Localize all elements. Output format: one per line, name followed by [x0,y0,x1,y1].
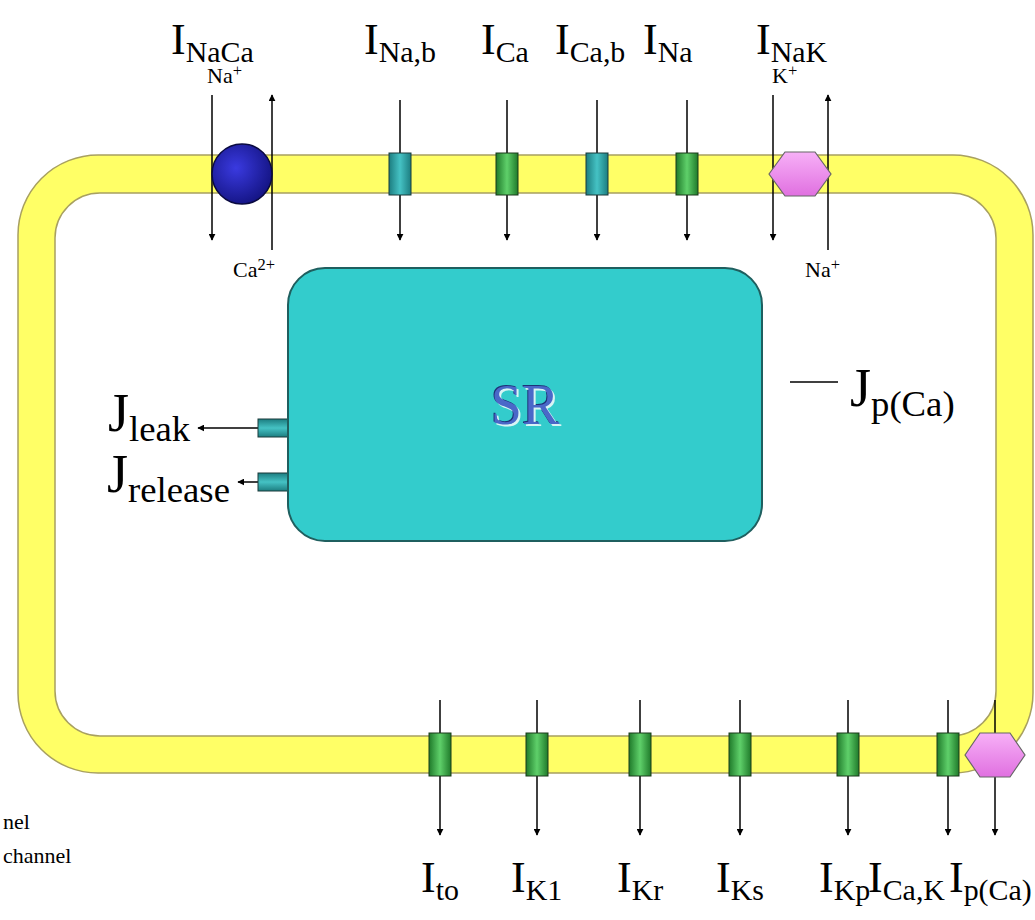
channel-symbol [937,733,959,776]
sr-compartment: SR [287,267,763,542]
flux-arrow [198,427,258,429]
current-label: INaK [756,18,827,62]
compartment-label: SR [491,377,560,433]
current-label: ICa,K [868,856,945,900]
flux-arrow [238,481,258,483]
current-label: Ip(Ca) [949,856,1032,900]
channel-symbol [389,153,411,195]
pump-symbol [965,733,1025,777]
ion-label: Na+ [805,259,840,281]
current-label: IKp [819,856,870,900]
channel-symbol [586,153,608,195]
current-label: INa,b [364,18,436,62]
flux-line [790,381,838,383]
channel-symbol [729,733,751,776]
channel-symbol [676,153,698,195]
current-label: ICa [481,18,529,62]
exchanger-symbol [212,144,272,204]
pump-symbol [769,152,831,196]
current-label: INaCa [171,18,254,62]
legend-fragment: nel [3,811,30,833]
channel-symbol [629,733,651,776]
channel-symbol [429,733,451,776]
channel-symbol [496,153,518,195]
current-label: INa [643,18,693,62]
ion-label: K+ [772,65,797,87]
ion-label: Ca2+ [233,259,275,281]
flux-label: Jleak [108,386,190,440]
current-label: IKr [617,856,663,900]
cell-membrane [18,155,1033,773]
current-label: Ito [421,856,459,900]
current-label: IK1 [511,856,562,900]
legend-fragment: channel [3,845,71,867]
current-label: ICa,b [555,18,625,62]
flux-label: Jp(Ca) [850,361,955,415]
ion-label: Na+ [207,65,242,87]
current-label: IKs [716,856,764,900]
channel-symbol [526,733,548,776]
channel-symbol [837,733,859,776]
flux-label: Jrelease [107,447,230,501]
